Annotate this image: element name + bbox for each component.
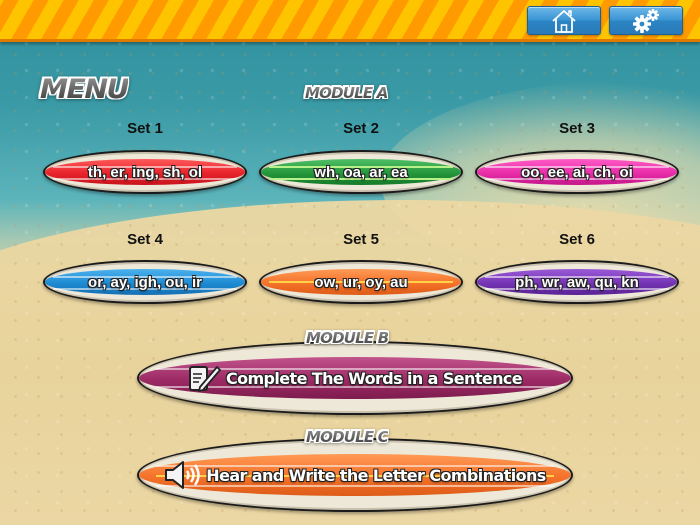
set-4-label: Set 4 — [127, 231, 163, 248]
board-stripe — [485, 177, 669, 180]
top-bar — [0, 0, 700, 42]
set-1-label: Set 1 — [127, 120, 163, 137]
board-stripe — [53, 287, 237, 290]
set-1-letters: th, er, ing, sh, ol — [87, 163, 203, 181]
board-stripe — [156, 368, 554, 371]
home-icon — [552, 9, 576, 33]
edit-document-icon — [188, 366, 221, 392]
set-6-letters: ph, wr, aw, qu, kn — [515, 273, 639, 291]
set-6-button[interactable]: ph, wr, aw, qu, kn — [475, 260, 679, 304]
home-button[interactable] — [527, 6, 601, 35]
module-b-label-group: Complete The Words in a Sentence — [188, 363, 523, 393]
board-stripe — [485, 165, 669, 168]
board-stripe — [53, 165, 237, 168]
settings-button[interactable] — [609, 6, 683, 35]
set-3-button[interactable]: oo, ee, ai, ch, oi — [475, 150, 679, 194]
board-stripe — [53, 177, 237, 180]
module-b-button[interactable]: Complete The Words in a Sentence — [137, 341, 573, 415]
menu-title: MENU — [39, 74, 130, 105]
board-stripe — [269, 281, 453, 284]
board-stripe — [156, 484, 554, 487]
set-3-letters: oo, ee, ai, ch, oi — [521, 163, 633, 181]
board-stripe — [269, 165, 453, 168]
board-stripe — [156, 475, 554, 477]
set-2-label: Set 2 — [343, 120, 379, 137]
set-2-button[interactable]: wh, oa, ar, ea — [259, 150, 463, 194]
set-4-button[interactable]: or, ay, igh, ou, ir — [43, 260, 247, 304]
set-5-label: Set 5 — [343, 231, 379, 248]
board-band — [477, 269, 677, 295]
set-3-label: Set 3 — [559, 120, 595, 137]
module-c-label: Hear and Write the Letter Combinations — [206, 465, 546, 485]
board-stripe — [485, 287, 669, 290]
board-stripe — [269, 177, 453, 180]
set-5-button[interactable]: ow, ur, oy, au — [259, 260, 463, 304]
set-5-letters: ow, ur, oy, au — [314, 273, 408, 291]
board-band — [45, 159, 245, 185]
module-b-label: Complete The Words in a Sentence — [225, 368, 523, 388]
module-c-label-group: Hear and Write the Letter Combinations — [164, 460, 546, 490]
set-1-button[interactable]: th, er, ing, sh, ol — [43, 150, 247, 194]
board-stripe — [156, 465, 554, 468]
set-6-label: Set 6 — [559, 231, 595, 248]
board-band — [261, 159, 461, 185]
board-band — [477, 159, 677, 185]
module-c-button[interactable]: Hear and Write the Letter Combinations — [137, 438, 573, 512]
board-stripe — [53, 275, 237, 278]
set-4-letters: or, ay, igh, ou, ir — [88, 273, 202, 291]
board-band — [45, 269, 245, 295]
module-b-title: MODULE B — [306, 329, 389, 347]
module-c-title: MODULE C — [306, 428, 389, 446]
board-stripe — [156, 386, 554, 389]
speaker-icon — [165, 461, 201, 489]
module-a-title: MODULE A — [305, 84, 388, 102]
gears-icon — [633, 8, 659, 33]
set-2-letters: wh, oa, ar, ea — [314, 163, 408, 181]
board-stripe — [485, 275, 669, 278]
